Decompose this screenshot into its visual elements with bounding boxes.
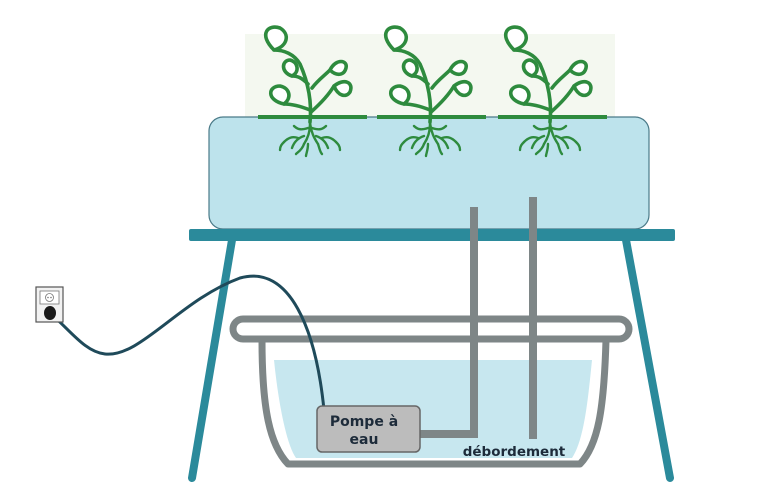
power-cable (48, 274, 326, 412)
reservoir-basin (258, 339, 610, 468)
power-outlet-icon (35, 286, 64, 323)
water-pump-icon: Pompe à eau (316, 405, 421, 453)
stand-leg-right (622, 236, 674, 482)
pump-pipe (415, 207, 478, 438)
stand-top (189, 229, 675, 241)
reservoir-rim (229, 315, 633, 343)
overflow-label: débordement (463, 444, 566, 460)
power-plug-icon (44, 306, 56, 320)
pump-label-line1: Pompe à (330, 414, 398, 430)
stand-leg-left (188, 236, 236, 482)
pump-label-line2: eau (350, 432, 379, 448)
